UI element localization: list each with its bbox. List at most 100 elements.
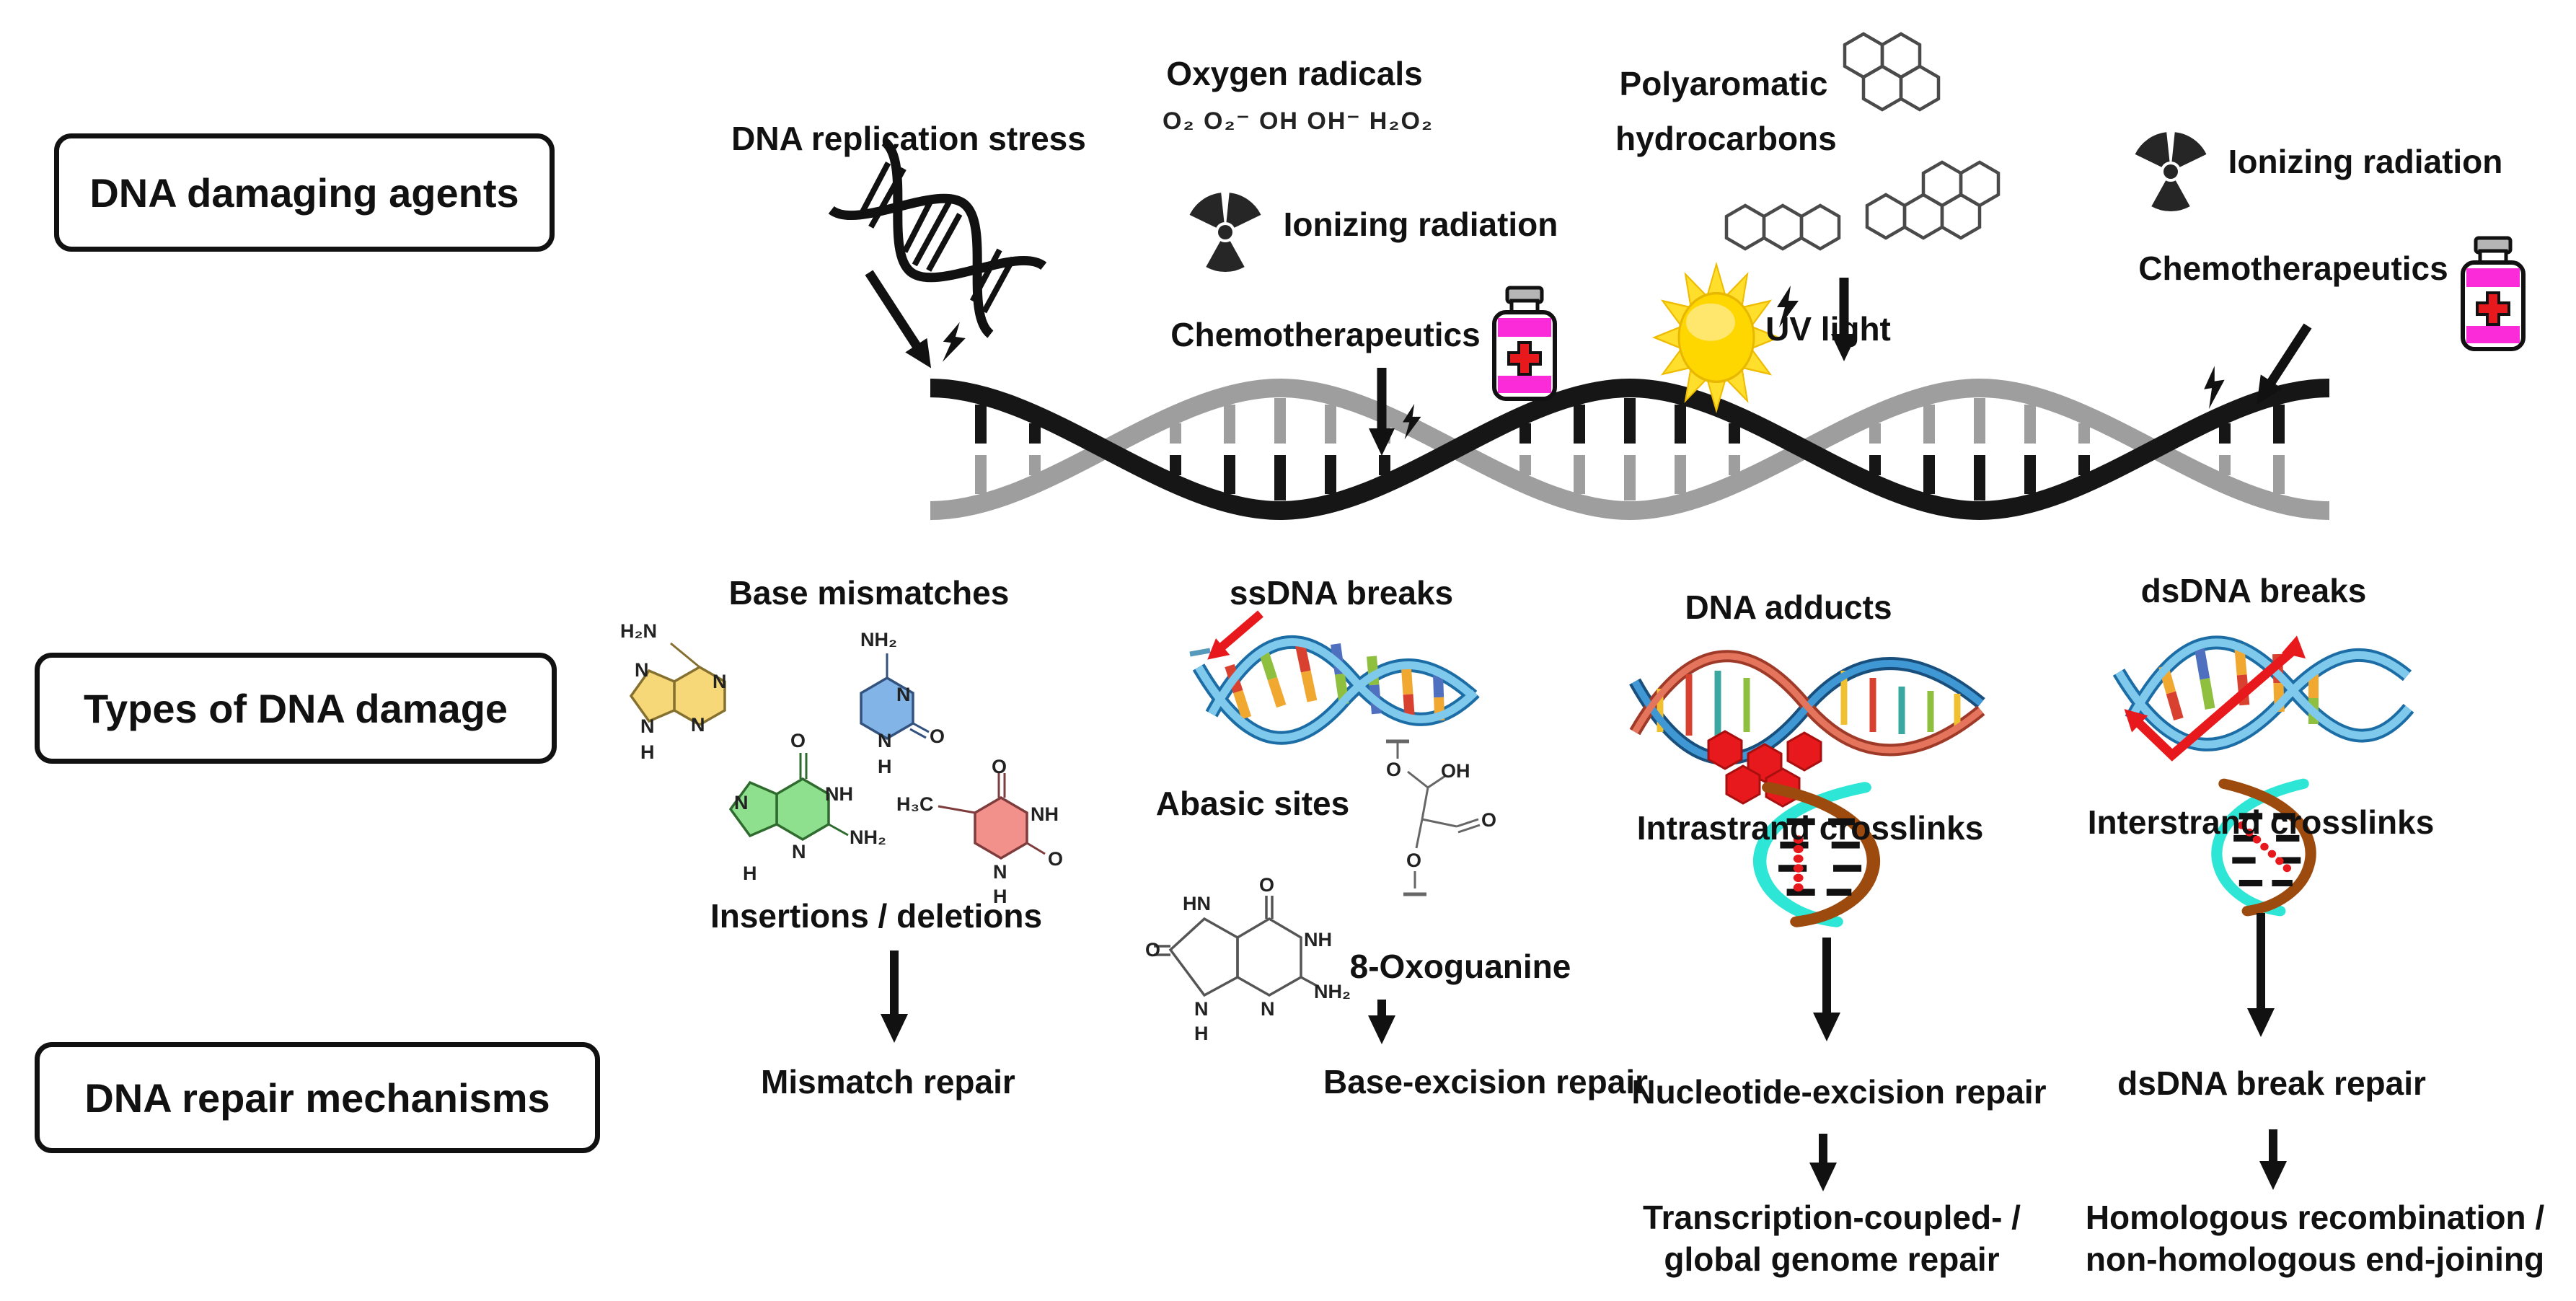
atom-label: NH [1031,803,1059,825]
row-label-damage: Types of DNA damage [83,685,508,731]
guanine-molecule: O NH NH₂ N N H [684,730,889,892]
label-mismatch-repair: Mismatch repair [761,1063,1015,1101]
sun-icon [1653,263,1780,412]
flow-arrow-col4-secondary [2259,1129,2287,1190]
lightning-bolt-icon [940,320,968,365]
row-box-repair-mechanisms: DNA repair mechanisms [35,1042,600,1153]
label-base-excision-repair: Base-excision repair [1323,1063,1649,1101]
atom-label: N [640,715,655,737]
row-label-agents: DNA damaging agents [89,169,519,216]
label-polyaromatic-line2: hydrocarbons [1615,120,1837,157]
medicine-bottle-icon [1494,288,1555,399]
benzopyrene-structure-icon [1867,162,1998,238]
adenine-molecule: H₂N N N N N H [620,613,754,782]
label-abasic-sites: Abasic sites [1155,785,1350,822]
atom-label: OH [1441,760,1470,782]
atom-label: O [1481,809,1497,831]
thymine-molecule: H₃C O NH O N H [896,756,1080,907]
flow-arrow-col3-secondary [1809,1134,1837,1191]
label-homologous-recombination: Homologous recombination / [2085,1199,2545,1236]
atom-label: NH₂ [1314,981,1351,1002]
atom-label: NH₂ [860,629,897,650]
label-insertions-deletions: Insertions / deletions [710,897,1043,935]
label-dsdna-break-repair: dsDNA break repair [2117,1064,2426,1102]
label-chemotherapeutics-col2: Chemotherapeutics [1170,316,1481,353]
strike-arrow-col3 [1831,278,1857,361]
strike-arrow-col2 [1369,368,1395,456]
atom-label: N [878,730,892,751]
thymine-ring [938,773,1046,860]
flow-arrow-col1 [881,951,908,1043]
atom-label: N [691,714,705,736]
atom-label: O [1145,939,1161,961]
cytosine-ring [860,653,930,741]
strike-arrow-col1 [865,270,932,369]
cytosine-molecule: NH₂ N N H O [833,629,952,784]
label-8-oxoguanine: 8-Oxoguanine [1349,948,1571,985]
atom-label: O [790,730,806,751]
pyrene-structure-icon [1845,34,1938,110]
adenine-rings [629,642,726,727]
atom-label: N [734,792,749,813]
atom-label: H [878,756,892,777]
atom-label: N [993,861,1007,883]
atom-label: H₂N [620,620,657,642]
atom-label: NH [825,783,853,805]
abasic-sugar-structure: O OH O O [1350,734,1498,918]
atom-label: H [1194,1023,1209,1044]
row-box-damage-types: Types of DNA damage [35,653,557,764]
label-oxygen-radicals: Oxygen radicals [1166,55,1423,92]
label-polyaromatic-line1: Polyaromatic [1619,65,1828,102]
label-radical-formulas: O₂ O₂⁻ OH OH⁻ H₂O₂ [1163,107,1434,135]
row-label-repair: DNA repair mechanisms [84,1075,550,1121]
label-replication-stress: DNA replication stress [731,120,1086,157]
flow-arrow-col4 [2247,913,2275,1037]
atom-label: O [1386,759,1402,780]
atom-label: O [992,756,1007,777]
label-ionizing-radiation-col4: Ionizing radiation [2228,143,2503,180]
atom-label: O [1406,850,1422,871]
atom-label: N [896,684,911,705]
label-global-genome-repair: global genome repair [1664,1240,2000,1278]
atom-label: HN [1183,893,1211,914]
dna-adducts-illustration [1629,650,1985,808]
atom-label: O [1048,848,1064,870]
row-box-damaging-agents: DNA damaging agents [54,133,555,252]
atom-label: O [930,726,945,747]
atom-label: N [635,659,649,681]
atom-label: H [993,886,1007,907]
atom-label: H [640,741,655,763]
label-ionizing-radiation-col2: Ionizing radiation [1283,206,1558,243]
oxoguanine-lines [1154,896,1319,997]
central-dna-helix [930,378,2330,521]
label-base-mismatches: Base mismatches [728,574,1010,612]
label-uv-light: UV light [1765,310,1891,348]
label-transcription-coupled: Transcription-coupled- / [1643,1199,2021,1236]
radiation-trefoil-icon [2135,132,2207,212]
interstrand-crosslink-icon [2217,784,2311,911]
anthracene-structure-icon [1726,206,1839,249]
atom-label: N [1194,998,1209,1020]
atom-label: NH₂ [850,826,886,848]
flow-arrow-col3 [1813,938,1840,1041]
label-dna-adducts: DNA adducts [1685,588,1892,626]
dsdna-breaks-illustration [2112,635,2414,762]
label-dsdna-breaks: dsDNA breaks [2140,572,2367,609]
atom-label: N [1261,998,1275,1020]
label-ssdna-breaks: ssDNA breaks [1229,574,1454,612]
atom-label: NH [1304,929,1332,951]
strike-arrow-col4 [2257,323,2312,405]
atom-label: O [1259,874,1275,896]
intrastrand-crosslink-icon [1760,788,1874,922]
atom-label: H [743,863,757,884]
ssdna-breaks-illustration [1189,610,1480,745]
dna-helix-icon [828,138,1047,338]
label-chemotherapeutics-col4: Chemotherapeutics [2138,250,2448,287]
label-interstrand-crosslinks: Interstrand crosslinks [2087,803,2435,841]
flow-arrow-col2 [1368,1000,1395,1044]
lightning-bolt-icon [2201,364,2228,410]
label-nucleotide-excision-repair: Nucleotide-excision repair [1631,1073,2047,1111]
guanine-rings [728,753,849,842]
atom-label: N [713,671,727,692]
